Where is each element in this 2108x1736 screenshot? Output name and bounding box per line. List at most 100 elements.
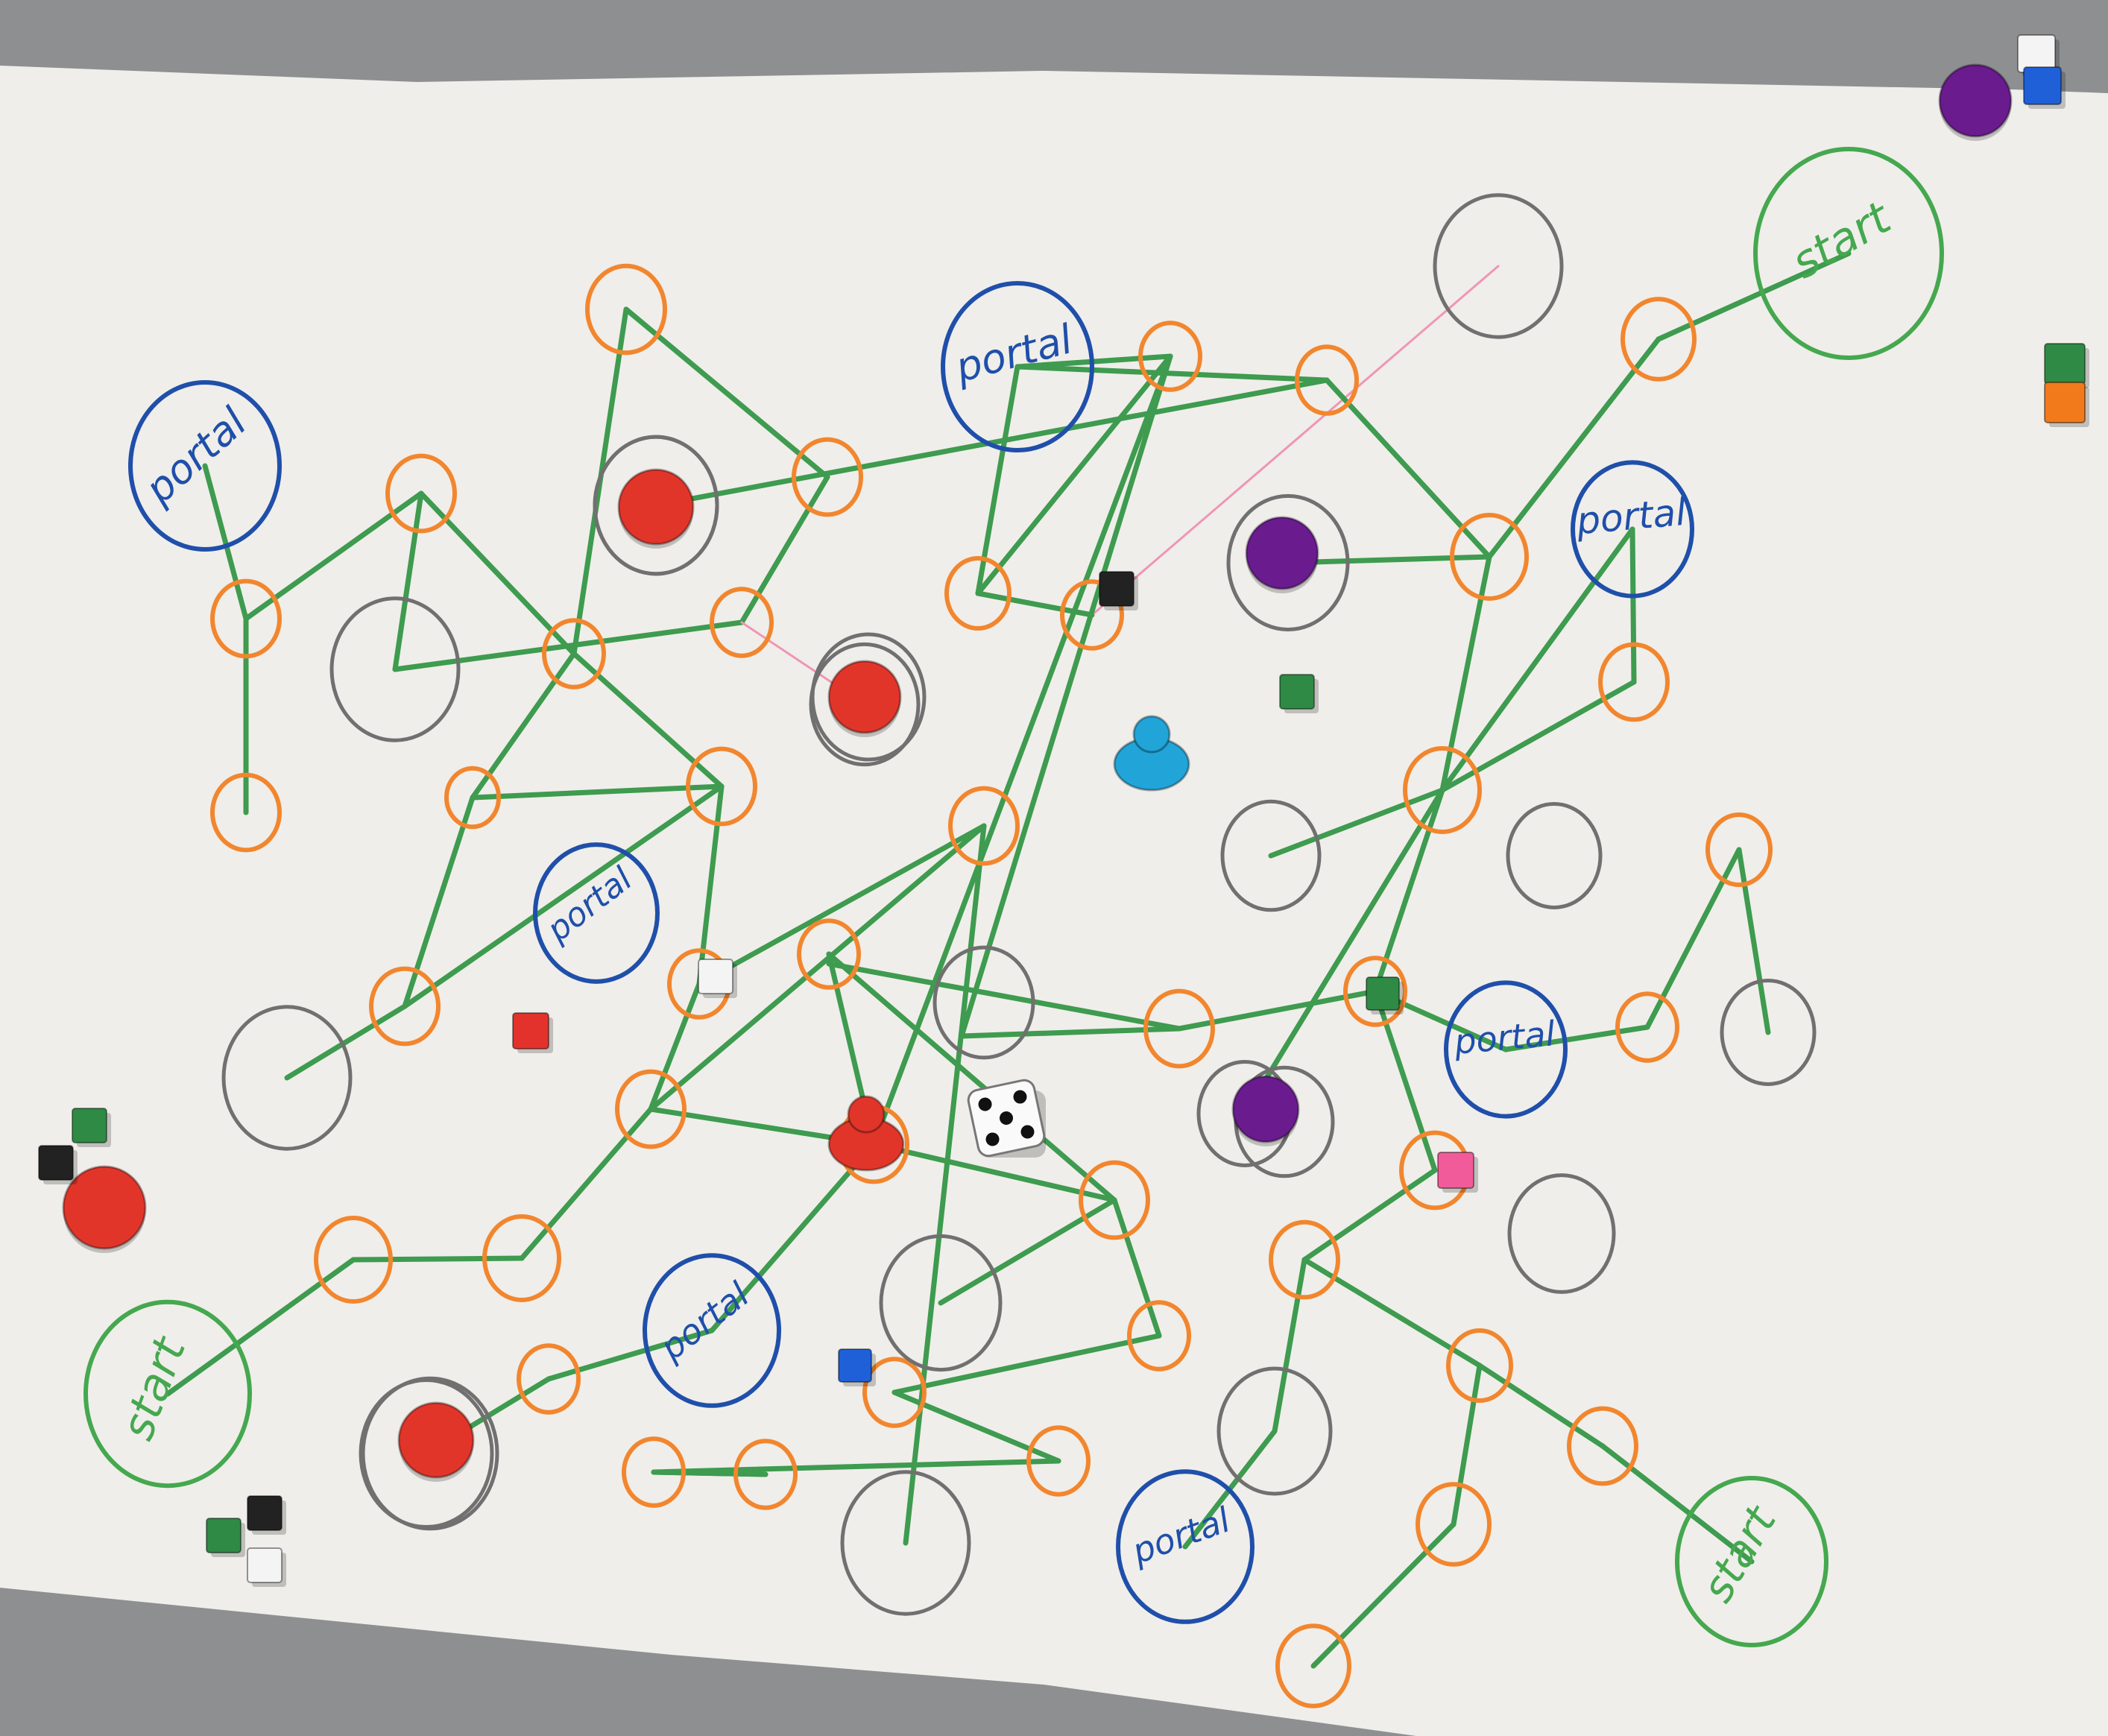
green-connection — [651, 1458, 1061, 1475]
green-connection — [1310, 1521, 1457, 1669]
portal-space — [941, 281, 1094, 452]
red-pawn[interactable] — [827, 1095, 905, 1172]
green-connection — [651, 1469, 769, 1477]
green-connection — [1503, 1024, 1650, 1052]
green-connection — [871, 1141, 1117, 1203]
green-connection — [1014, 364, 1330, 383]
green-connection — [402, 783, 725, 1009]
black-cube[interactable] — [38, 1145, 74, 1181]
empty-space — [1507, 1173, 1616, 1294]
green-connection — [709, 1141, 877, 1333]
green-cube[interactable] — [1366, 976, 1400, 1011]
path-space — [1450, 513, 1529, 601]
green-connection — [392, 490, 424, 672]
board-spaces — [83, 147, 1944, 1708]
green-connection — [892, 1333, 1162, 1395]
empty-space — [221, 1005, 353, 1151]
path-space — [1705, 812, 1773, 888]
empty-space — [1433, 193, 1564, 339]
green-connection — [1372, 787, 1445, 994]
green-connection — [1486, 336, 1662, 560]
portal-space — [128, 380, 282, 552]
path-space — [585, 263, 667, 356]
portal-space — [1571, 460, 1694, 599]
black-cube[interactable] — [1099, 571, 1135, 607]
green-connection — [696, 823, 987, 987]
empty-space — [1720, 979, 1817, 1086]
empty-space — [361, 1376, 499, 1531]
green-connection — [739, 474, 830, 625]
path-space — [444, 766, 501, 830]
dice-pip — [985, 1132, 1000, 1146]
path-space — [1446, 1328, 1513, 1404]
empty-space — [879, 1234, 1003, 1372]
black-cube[interactable] — [247, 1495, 283, 1531]
blue-cube[interactable] — [838, 1348, 872, 1383]
green-connection — [1242, 787, 1445, 1117]
path-space — [615, 1069, 687, 1149]
red-cube[interactable] — [512, 1012, 549, 1050]
path-space — [1275, 1623, 1351, 1708]
green-connection — [470, 783, 725, 801]
path-space — [210, 578, 282, 659]
green-cube[interactable] — [1279, 674, 1315, 710]
empty-space — [1506, 802, 1603, 909]
green-connection — [519, 1106, 654, 1261]
portal-space — [643, 1253, 781, 1408]
green-cube[interactable] — [2044, 343, 2086, 385]
dice-pip — [978, 1097, 992, 1111]
purple-token[interactable] — [1245, 516, 1319, 590]
red-token[interactable] — [617, 468, 695, 546]
path-space — [1343, 956, 1407, 1027]
green-connection — [623, 306, 830, 480]
green-cube[interactable] — [72, 1108, 107, 1143]
red-token[interactable] — [397, 1401, 475, 1479]
white-cube[interactable] — [698, 959, 733, 994]
green-connection — [1736, 847, 1771, 1035]
green-connection — [284, 1003, 408, 1081]
white-cube[interactable] — [247, 1547, 283, 1583]
dice-pip — [1013, 1090, 1027, 1104]
blue-pawn[interactable] — [1113, 715, 1190, 792]
green-connection — [826, 961, 1182, 1032]
path-space — [1615, 991, 1679, 1063]
green-connection — [1451, 1363, 1483, 1527]
path-space — [1026, 1425, 1091, 1497]
green-cube[interactable] — [206, 1518, 242, 1553]
purple-token[interactable] — [1231, 1075, 1300, 1143]
path-space — [210, 772, 282, 853]
portal-space — [1444, 980, 1568, 1119]
path-space — [482, 1214, 561, 1302]
green-connection — [1268, 787, 1445, 859]
blue-cube[interactable] — [2023, 66, 2062, 105]
green-connection — [871, 353, 1173, 1147]
path-space — [369, 966, 441, 1047]
green-connection — [903, 823, 987, 1546]
path-space — [622, 1436, 686, 1508]
path-space — [1138, 321, 1202, 392]
path-space — [944, 555, 1012, 631]
path-space — [314, 1216, 393, 1304]
empty-space — [1216, 1366, 1333, 1496]
pink-cube[interactable] — [1437, 1152, 1474, 1189]
pawn-head — [847, 1095, 886, 1134]
empty-space — [329, 596, 461, 742]
portal-space — [1116, 1469, 1255, 1624]
empty-space — [1220, 799, 1322, 912]
portal-label: portal — [1574, 490, 1688, 543]
purple-token[interactable] — [1938, 63, 2013, 138]
green-connection — [975, 364, 1020, 596]
dice[interactable] — [967, 1079, 1047, 1158]
green-connection — [1629, 526, 1637, 685]
red-token[interactable] — [827, 660, 902, 734]
green-connection — [1111, 1197, 1162, 1339]
red-token[interactable] — [62, 1165, 147, 1250]
path-space — [385, 453, 457, 534]
green-connection — [1600, 1443, 1755, 1565]
orange-cube[interactable] — [2044, 382, 2086, 423]
green-connection — [1477, 1363, 1606, 1449]
green-connection — [1301, 1167, 1438, 1263]
empty-space — [810, 632, 927, 762]
green-connection — [1439, 526, 1635, 793]
